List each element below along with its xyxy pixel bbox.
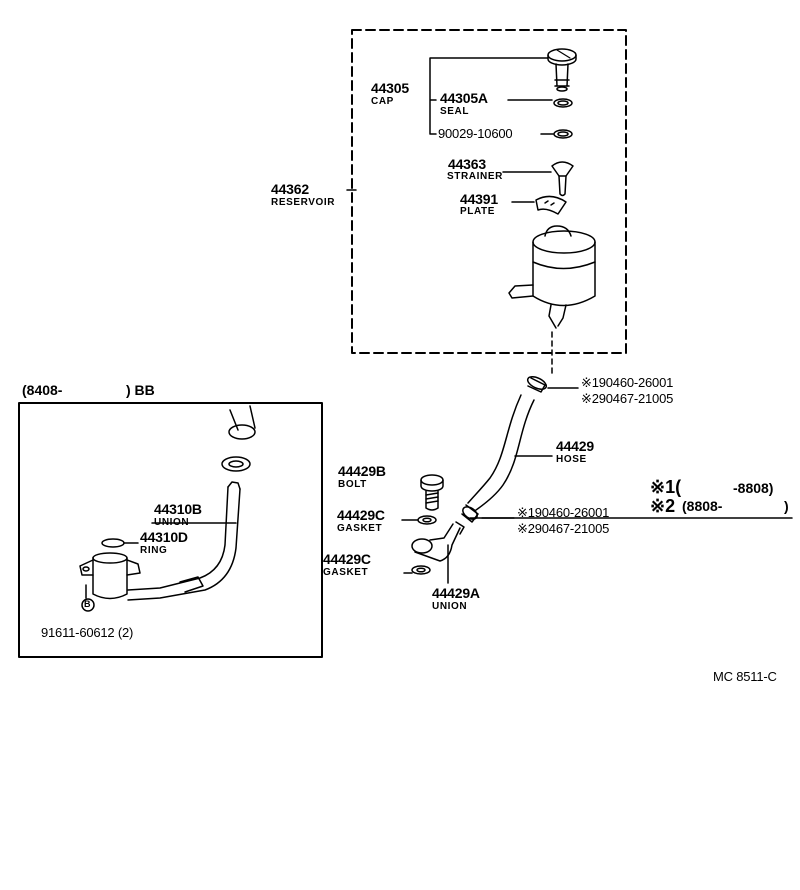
gasket-1-part-name: GASKET [337, 523, 383, 534]
bolt-part [420, 474, 444, 511]
upper-clamp-part-1: ※190460-26001 [581, 375, 674, 390]
inset-title-suffix: ) BB [126, 382, 155, 398]
reservoir-group-frame [351, 29, 627, 354]
inset-union-pipe [127, 481, 241, 601]
inset-union-part-number: 44310B [154, 501, 202, 517]
seal-part-number: 44305A [440, 90, 488, 106]
upper-clamp-part-2: ※290467-21005 [581, 391, 674, 406]
strainer-part-name: STRAINER [447, 171, 503, 182]
o-ring-part-number: 90029-10600 [438, 126, 513, 141]
bolt-reference-mark: B [84, 599, 91, 609]
reservoir-part-name: RESERVOIR [271, 197, 336, 208]
plate-part [535, 195, 567, 215]
applicability-note-2-range: (8808- [682, 498, 723, 514]
seal-part [553, 98, 573, 108]
union-part-name: UNION [432, 601, 468, 612]
lower-clamp-part [461, 504, 479, 523]
reservoir-part [508, 225, 596, 329]
applicability-note-1-mark: ※1( [650, 477, 682, 497]
union-part [411, 521, 465, 562]
inset-ring-part-number: 44310D [140, 529, 188, 545]
gasket-1-part [417, 515, 437, 525]
inset-union-part-name: UNION [154, 517, 190, 528]
reservoir-part-number: 44362 [271, 181, 309, 197]
gasket-2-part-name: GASKET [323, 567, 369, 578]
cap-part [547, 48, 577, 92]
union-part-number: 44429A [432, 585, 480, 601]
inset-frame [18, 402, 323, 658]
hose-part-number: 44429 [556, 438, 594, 454]
inset-bolt-part-number: 91611-60612 (2) [41, 625, 134, 640]
drawing-id: MC 8511-C [713, 669, 777, 684]
seal-part-name: SEAL [440, 106, 470, 117]
inset-ring-part-name: RING [140, 545, 168, 556]
strainer-part-number: 44363 [448, 156, 486, 172]
applicability-note-1-range: -8808) [733, 480, 774, 496]
inset-ring-part [101, 538, 125, 548]
leader-cap-bracket [429, 57, 549, 135]
gasket-2-part [411, 565, 431, 575]
applicability-note-2-close: ) [784, 498, 789, 514]
plate-part-number: 44391 [460, 191, 498, 207]
hose-part-name: HOSE [556, 454, 587, 465]
lower-clamp-part-2: ※290467-21005 [517, 521, 610, 536]
gasket-1-part-number: 44429C [337, 507, 385, 523]
lower-clamp-part-1: ※190460-26001 [517, 505, 610, 520]
inset-pipe-upper [221, 405, 256, 472]
inset-union-body [79, 552, 141, 600]
bolt-reference-circle [81, 598, 95, 612]
strainer-part [551, 161, 574, 197]
bolt-part-number: 44429B [338, 463, 386, 479]
cap-part-name: CAP [371, 96, 394, 107]
cap-part-number: 44305 [371, 80, 409, 96]
plate-part-name: PLATE [460, 206, 496, 217]
inset-title-date: (8408- [22, 382, 63, 398]
gasket-2-part-number: 44429C [323, 551, 371, 567]
applicability-note-2-mark: ※2 [650, 496, 676, 516]
upper-clamp-part [526, 376, 548, 393]
bolt-part-name: BOLT [338, 479, 367, 490]
hose-part [467, 394, 535, 511]
o-ring-part [553, 129, 573, 139]
